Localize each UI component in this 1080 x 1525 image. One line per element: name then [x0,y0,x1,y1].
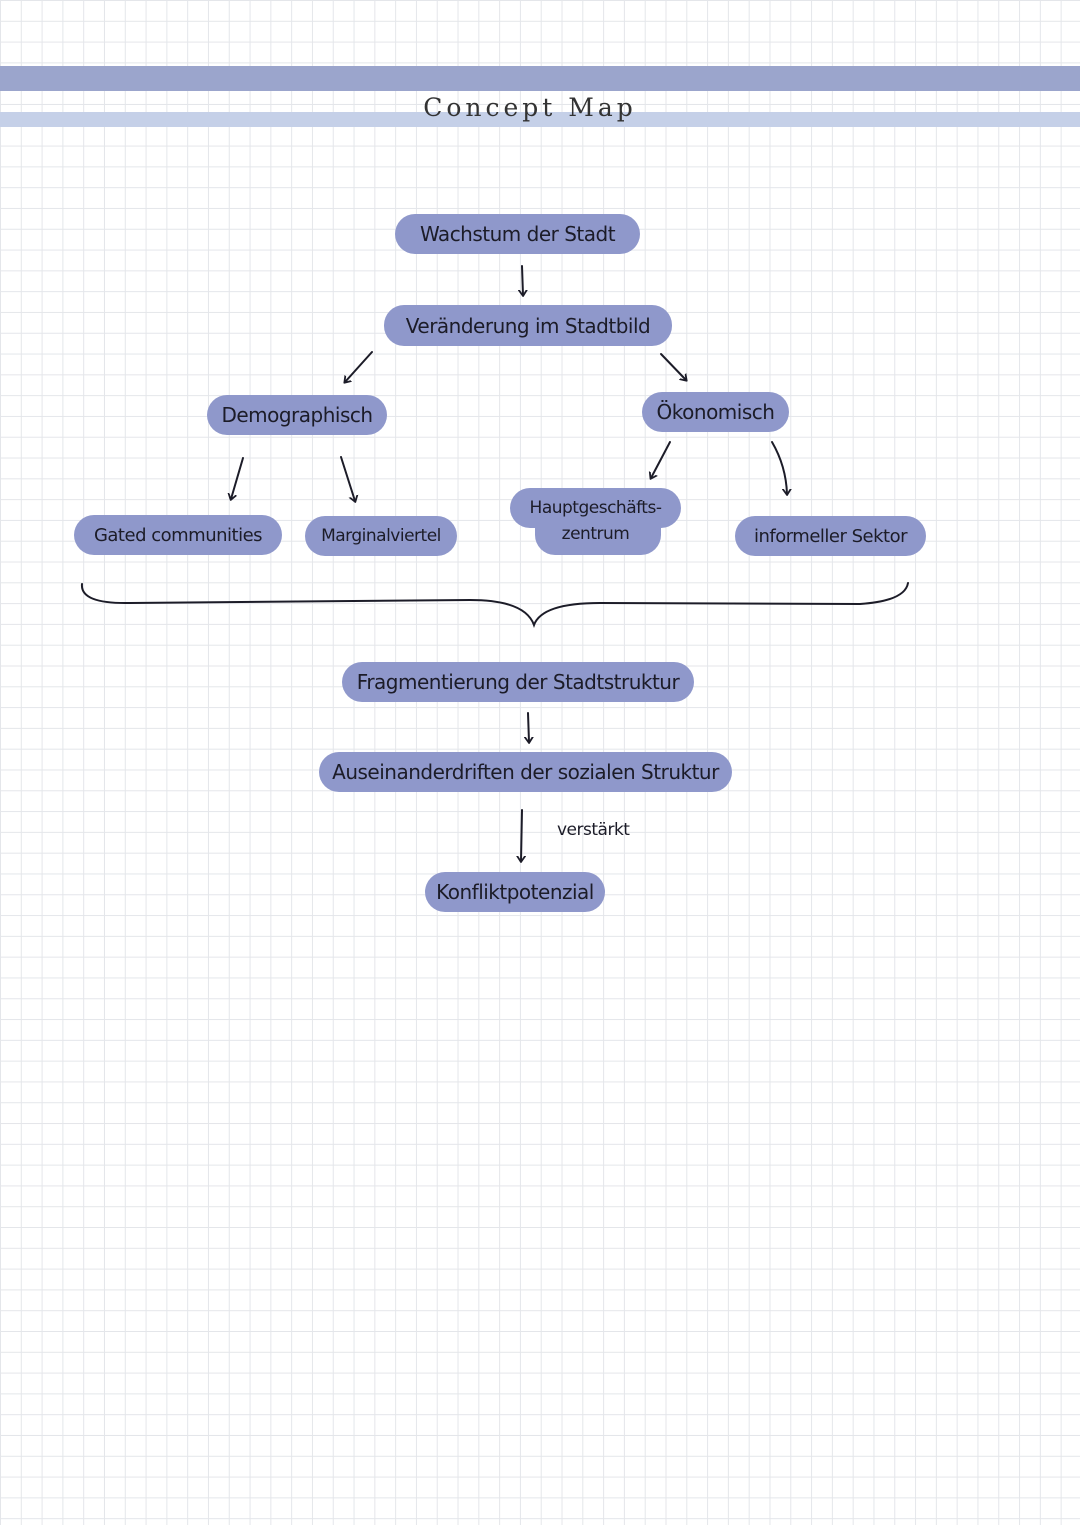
node-label-line1: Hauptgeschäfts- [529,498,662,518]
curly-brace [80,582,909,628]
header-band-light [0,112,1080,127]
node-gated-communities: Gated communities [74,515,282,555]
node-fragmentierung: Fragmentierung der Stadtstruktur [342,662,694,702]
arrow-veraenderung-demographisch [345,351,373,382]
arrow-demographisch-gated [231,457,244,499]
node-label: Wachstum der Stadt [419,222,616,246]
arrow-wachstum-veraenderung [522,265,523,295]
node-wachstum-der-stadt: Wachstum der Stadt [395,214,640,254]
node-label: informeller Sektor [753,525,908,547]
node-label: Veränderung im Stadtbild [405,313,651,338]
node-label: Konfliktpotenzial [436,880,594,904]
node-label: Demographisch [221,403,373,427]
node-label: Ökonomisch [656,400,775,424]
node-demographisch: Demographisch [207,395,387,435]
arrow-fragmentierung-auseinander [528,712,529,742]
arrow-auseinander-konflikt [521,809,522,861]
node-hauptgeschaeftszentrum: Hauptgeschäfts- zentrum [510,488,681,544]
header-band-dark [0,66,1080,91]
edge-label-verstaerkt: verstärkt [557,820,630,840]
node-label: Marginalviertel [321,526,441,546]
node-marginalviertel: Marginalviertel [305,516,457,556]
page-title: Concept Map [423,93,637,122]
node-label-lines: Hauptgeschäfts- zentrum [530,495,662,547]
arrow-oekonomisch-hauptgeschaefts [651,441,671,478]
node-label-line2: zentrum [561,524,630,544]
node-auseinanderdriften: Auseinanderdriften der sozialen Struktur [319,752,732,792]
arrow-veraenderung-oekonomisch [660,353,686,380]
node-label: Fragmentierung der Stadtstruktur [356,670,680,694]
node-konfliktpotenzial: Konfliktpotenzial [425,872,605,912]
node-informeller-sektor: informeller Sektor [735,516,926,556]
node-oekonomisch: Ökonomisch [642,392,789,432]
arrow-demographisch-marginal [340,456,355,501]
node-veraenderung-im-stadtbild: Veränderung im Stadtbild [384,305,672,346]
node-label: Gated communities [93,524,263,546]
arrow-oekonomisch-informeller [771,441,787,494]
node-label: Auseinanderdriften der sozialen Struktur [332,760,719,784]
